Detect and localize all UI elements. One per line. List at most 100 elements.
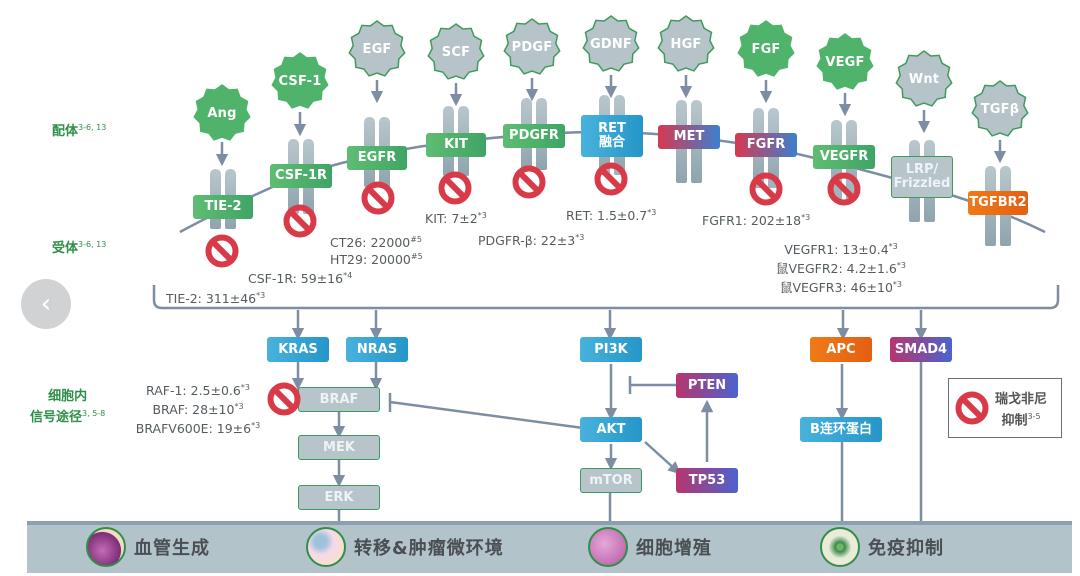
ic50-reference: *3 [892, 280, 903, 289]
ligand-star-shape [657, 15, 715, 72]
ic50-kit: KIT: 7±2*3 [425, 208, 487, 227]
ic50-reference: #5 [410, 235, 423, 244]
inhibit-icon [594, 162, 628, 196]
ic50-text: HT29: 20000 [330, 252, 411, 267]
node-nras: NRAS [346, 337, 408, 362]
ic50-text: 鼠VEGFR3: 46±10 [779, 280, 893, 295]
ligand-label: Wnt [908, 71, 940, 87]
receptor-label: KIT [444, 137, 468, 153]
inhibit-icon [361, 181, 395, 215]
ic50-text: PDGFR-β: 22±3 [478, 233, 576, 248]
intracellular-line2: 信号途径 [30, 410, 83, 425]
ligand-label: SCF [441, 44, 471, 60]
ic50-text: CSF-1R: 59±16 [248, 271, 344, 286]
ic50-pdgfrb: PDGFR-β: 22±3*3 [478, 230, 584, 249]
ligand-star-shape [816, 33, 874, 90]
inhibit-icon [749, 172, 783, 206]
ic50-reference: *3 [888, 242, 898, 251]
ligand-pdgf: PDGF [503, 18, 561, 76]
ligand-label: GDNF [589, 36, 633, 52]
ic50-raf1: RAF-1: 2.5±0.6*3 [130, 380, 266, 399]
node-smad4: SMAD4 [890, 337, 952, 362]
immunosuppression-icon [820, 527, 860, 567]
ligand-tgfb: TGFβ [971, 80, 1029, 138]
ic50-text: RET: 1.5±0.7 [566, 208, 648, 223]
ic50-reference: *3 [801, 213, 811, 222]
receptor-csf1r: CSF-1R [270, 164, 332, 188]
outcome-label: 血管生成 [134, 538, 210, 559]
ligand-label: CSF-1 [278, 73, 322, 89]
ic50-reference: #5 [410, 252, 423, 261]
ligand-label: HGF [670, 36, 702, 52]
legend-ref: 3-5 [1027, 412, 1041, 421]
receptor-tgfbr2: TGFBR2 [968, 191, 1028, 215]
outcome-label: 免疫抑制 [868, 538, 944, 559]
ligand-label: EGF [362, 41, 392, 57]
receptor-label: PDGFR [509, 128, 559, 144]
inhibit-icon [438, 171, 472, 205]
ligand-star-shape [895, 50, 953, 107]
ligand-label-text: 配体 [52, 124, 79, 139]
outcome-proliferation: 细胞增殖 [588, 525, 712, 569]
inhibit-icon [955, 391, 989, 425]
node-tp53: TP53 [676, 468, 738, 493]
ic50-ct26: CT26: 22000#5 [330, 232, 422, 251]
ligand-star-shape [971, 80, 1029, 137]
ic50-text: TIE-2: 311±46 [166, 291, 257, 306]
angiogenesis-icon [86, 527, 126, 567]
node-mtor: mTOR [580, 468, 642, 493]
receptor-lrp: LRP/Frizzled [891, 156, 953, 198]
ic50-reference: *3 [647, 208, 657, 217]
chevron-left-icon: ‹ [40, 289, 52, 319]
receptor-fgfr: FGFR [735, 133, 797, 157]
receptor-label-text: 受体 [52, 241, 79, 256]
ic50-reference: *3 [251, 421, 261, 430]
ic50-text: FGFR1: 202±18 [702, 213, 802, 228]
ic50-tie2: TIE-2: 311±46*3 [166, 288, 265, 307]
receptor-label: MET [673, 129, 705, 145]
ligand-scf: SCF [427, 23, 485, 81]
receptor-label: CSF-1R [274, 168, 328, 184]
ligand-egf: EGF [348, 20, 406, 78]
metastasis-icon [306, 527, 346, 567]
node-kras: KRAS [267, 337, 329, 362]
ic50-text: VEGFR1: 13±0.4 [784, 242, 889, 257]
receptor-egfr: EGFR [347, 146, 407, 170]
ic50-brafv600e: BRAFV600E: 19±6*3 [130, 418, 266, 437]
ic50-reference: *3 [575, 233, 585, 242]
ic50-reference: *3 [256, 291, 266, 300]
ic50-text: KIT: 7±2 [425, 211, 478, 226]
proliferation-icon [588, 527, 628, 567]
receptor-met: MET [658, 125, 720, 149]
ligand-ref: 3-6, 13 [78, 123, 107, 132]
node-akt: AKT [580, 417, 642, 442]
receptor-section-label: 受体3-6, 13 [52, 236, 106, 257]
ligand-csf1: CSF-1 [271, 52, 329, 110]
ic50-vegfr-group: VEGFR1: 13±0.4*3 鼠VEGFR2: 4.2±1.6*3 鼠VEG… [776, 239, 906, 296]
ligand-label: FGF [751, 41, 781, 57]
receptor-label: LRP/ [905, 162, 939, 178]
receptor-label: VEGFR [819, 149, 869, 165]
receptor-pdgfr: PDGFR [503, 124, 565, 148]
back-button[interactable]: ‹ [21, 279, 71, 329]
intracellular-section-label: 细胞内信号途径3, 5-8 [30, 388, 105, 426]
ligand-star-shape [193, 84, 251, 141]
ligand-vegf: VEGF [816, 33, 874, 91]
intracellular-line1: 细胞内 [48, 389, 88, 404]
ligand-star-shape [427, 23, 485, 80]
receptor-label-2: Frizzled [893, 176, 951, 191]
ligand-star-shape [582, 15, 640, 72]
ic50-vegfr3: 鼠VEGFR3: 46±10*3 [776, 277, 906, 296]
outcome-metastasis: 转移&肿瘤微环境 [306, 525, 504, 569]
receptor-tie2: TIE-2 [193, 195, 253, 219]
receptor-vegfr: VEGFR [813, 145, 875, 169]
node-pi3k: PI3K [580, 337, 642, 362]
ligand-label: PDGF [511, 39, 553, 55]
receptor-label: TGFBR2 [969, 195, 1027, 211]
inhibit-icon [205, 234, 239, 268]
receptor-label: RET [598, 121, 626, 137]
receptor-label-2: 融合 [598, 135, 625, 150]
ic50-text: CT26: 22000 [330, 235, 411, 250]
node-apc: APC [810, 337, 872, 362]
